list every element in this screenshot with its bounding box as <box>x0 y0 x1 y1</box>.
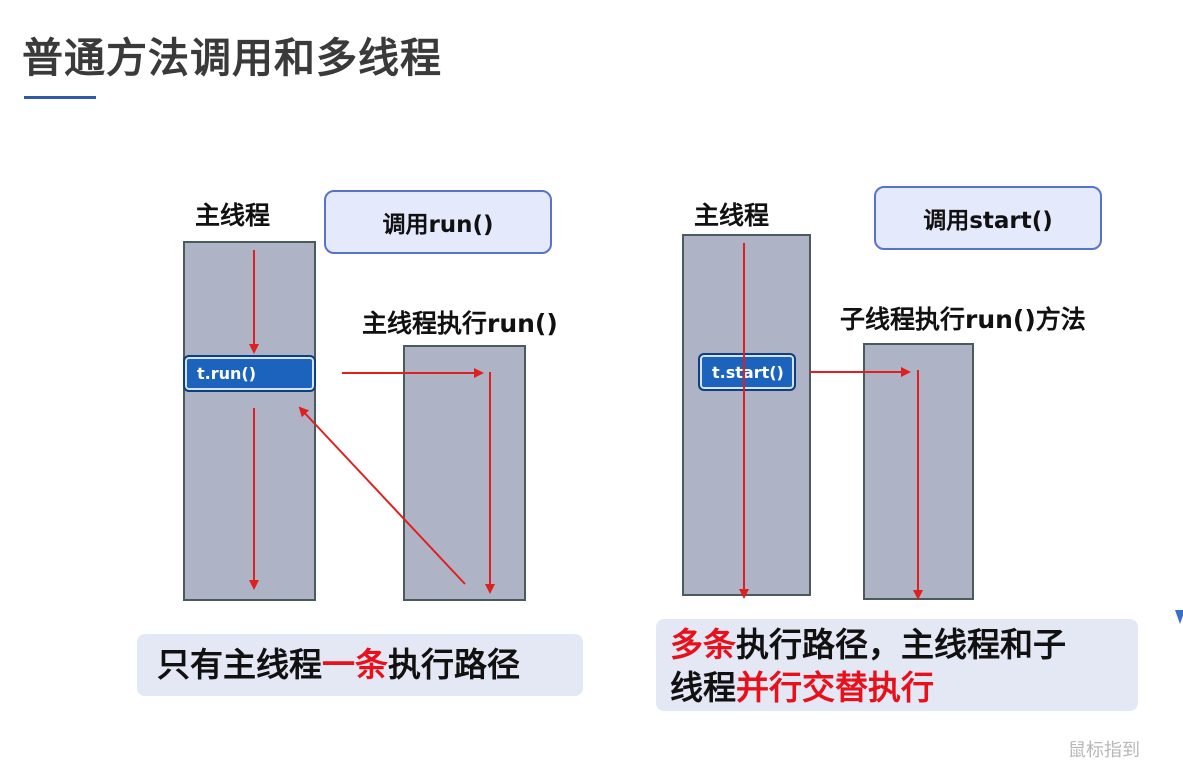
left-summary: 只有主线程一条执行路径 <box>137 634 583 696</box>
right-summary-highlight-2: 并行交替执行 <box>736 668 934 707</box>
left-summary-highlight: 一条 <box>322 645 388 684</box>
right-summary-part2: 执行路径，主线程和子 <box>736 625 1066 664</box>
left-summary-part1: 只有主线程 <box>157 645 322 684</box>
right-callout-start: 调用start() <box>874 186 1102 250</box>
page-title: 普通方法调用和多线程 <box>22 34 442 82</box>
right-summary: 多条执行路径，主线程和子 线程并行交替执行 <box>656 619 1138 711</box>
left-summary-part3: 执行路径 <box>388 645 520 684</box>
right-main-thread-column <box>682 234 811 596</box>
right-main-thread-label: 主线程 <box>694 201 770 230</box>
right-secondary-label: 子线程执行run()方法 <box>840 305 1086 334</box>
left-main-thread-column <box>183 241 316 601</box>
right-method-box-start: t.start() <box>698 353 796 391</box>
right-summary-highlight-1: 多条 <box>670 625 736 664</box>
left-run-column <box>403 345 526 601</box>
left-method-box-run: t.run() <box>183 355 316 392</box>
watermark-text: 鼠标指到 <box>1068 740 1140 761</box>
left-return-arrow <box>298 406 466 585</box>
right-summary-part3: 线程 <box>670 668 736 707</box>
left-main-thread-label: 主线程 <box>195 201 271 230</box>
scroll-indicator-icon <box>1175 610 1183 624</box>
title-underline <box>24 96 96 99</box>
left-secondary-label: 主线程执行run() <box>362 309 558 338</box>
left-callout-run: 调用run() <box>324 190 552 254</box>
